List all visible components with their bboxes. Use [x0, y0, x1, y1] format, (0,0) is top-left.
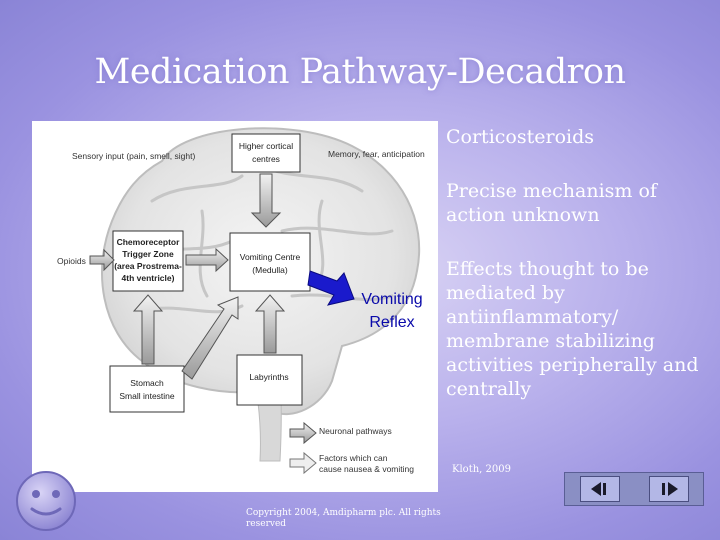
- ctz-label-4: 4th ventricle): [122, 273, 175, 283]
- labyrinths-label: Labyrinths: [249, 372, 288, 382]
- legend-factors-label-1: Factors which can: [319, 453, 388, 463]
- diagram-graphic: Sensory input (pain, smell, sight) Memor…: [57, 127, 425, 475]
- slide-title: Medication Pathway-Decadron: [94, 52, 626, 92]
- citation: Kloth, 2009: [452, 464, 511, 475]
- bullet-item: Corticosteroids: [446, 126, 594, 148]
- arrow-ctz-to-centre: [185, 247, 229, 273]
- bullet-list: Corticosteroids Precise mechanism of act…: [446, 125, 720, 431]
- higher-cortical-box: [231, 133, 301, 173]
- ctz-box: [112, 230, 184, 292]
- arrow-opioids-to-ctz: [89, 248, 115, 272]
- arrow-stomach-to-centre: [181, 296, 239, 380]
- higher-cortical-label-1: Higher cortical: [239, 141, 293, 151]
- vomiting-centre-box: [229, 232, 311, 292]
- bullet-item: Effects thought to be mediated by antiin…: [446, 258, 699, 400]
- slide-navigation: [564, 472, 704, 506]
- vomiting-centre-label-2: (Medulla): [252, 265, 288, 275]
- next-slide-button[interactable]: [648, 476, 689, 502]
- stomach-label-2: Small intestine: [119, 391, 175, 401]
- arrow-stomach-to-ctz: [132, 294, 164, 365]
- ctz-label-2: Trigger Zone: [122, 249, 174, 259]
- labyrinths-box: [236, 354, 303, 406]
- arrow-labyrinths-to-centre: [254, 294, 286, 354]
- higher-cortical-label-2: centres: [252, 154, 280, 164]
- next-slide-icon: [661, 482, 678, 496]
- sensory-input-label: Sensory input (pain, smell, sight): [72, 151, 195, 161]
- previous-slide-button[interactable]: [579, 476, 620, 502]
- stomach-box: [109, 365, 185, 413]
- ctz-label-1: Chemoreceptor: [117, 237, 181, 247]
- legend-factors-arrow: [289, 451, 317, 475]
- vomiting-reflex-label-2: Reflex: [369, 314, 414, 331]
- vomiting-pathway-diagram: Sensory input (pain, smell, sight) Memor…: [32, 121, 438, 492]
- legend-neuronal-arrow: [289, 421, 317, 445]
- stomach-label-1: Stomach: [130, 378, 164, 388]
- copyright-notice: Copyright 2004, Amdipharm plc. All right…: [246, 508, 441, 529]
- vomiting-reflex-label-1: Vomiting: [361, 291, 422, 308]
- opioids-label: Opioids: [57, 256, 86, 266]
- arrow-cortical-to-centre: [250, 173, 282, 228]
- legend-neuronal-label: Neuronal pathways: [319, 426, 392, 436]
- previous-slide-icon: [590, 482, 606, 496]
- ctz-label-3: (area Prostrema-: [114, 261, 182, 271]
- vomiting-reflex-arrow: [307, 270, 355, 306]
- smiley-icon[interactable]: [14, 469, 78, 533]
- bullet-item: Precise mechanism of action unknown: [446, 180, 657, 226]
- legend-factors-label-2: cause nausea & vomiting: [319, 464, 414, 474]
- memory-label: Memory, fear, anticipation: [328, 149, 425, 159]
- vomiting-centre-label-1: Vomiting Centre: [240, 252, 301, 262]
